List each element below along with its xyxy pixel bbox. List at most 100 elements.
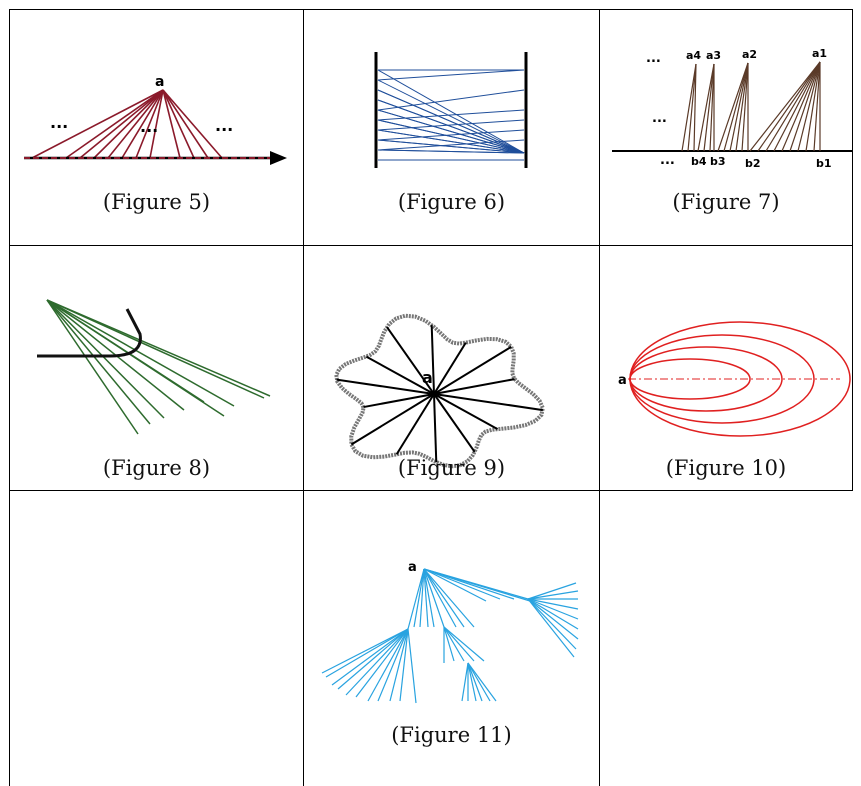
- table-border-right: [852, 9, 853, 491]
- label-a: a: [408, 560, 417, 575]
- ray-line: [729, 62, 749, 152]
- ray-line: [430, 325, 435, 395]
- figure-6-drawing: [374, 52, 528, 168]
- ray-line: [135, 89, 164, 159]
- dots-left: ...: [50, 113, 68, 132]
- ray-line: [709, 63, 715, 152]
- ray-line: [46, 299, 271, 397]
- ray-line: [407, 628, 417, 704]
- ray-line: [337, 628, 409, 690]
- ray-line: [423, 568, 445, 628]
- table-border-left: [9, 9, 10, 786]
- figure-6-cell: (Figure 6): [304, 10, 599, 245]
- ray-line: [389, 628, 409, 702]
- ray-line: [789, 61, 821, 152]
- ray-line: [749, 61, 821, 152]
- label-a: a: [422, 368, 433, 387]
- arrow-head: [270, 151, 287, 165]
- ray-line: [46, 299, 139, 435]
- ray-line: [377, 89, 525, 111]
- ray-line: [107, 89, 164, 159]
- ray-line: [433, 393, 499, 431]
- ray-line: [443, 626, 485, 662]
- ray-line: [325, 628, 409, 678]
- ray-line: [461, 662, 469, 702]
- ray-line: [377, 109, 525, 121]
- figure-6-caption: (Figure 6): [397, 190, 506, 214]
- figure-9-cell: a (Figure 9): [304, 246, 599, 490]
- ray-line: [367, 628, 409, 702]
- figure-10-caption: (Figure 10): [665, 456, 787, 480]
- ray-line: [433, 393, 544, 412]
- ray-line: [693, 63, 697, 152]
- ray-line: [345, 628, 409, 696]
- ray-line: [399, 628, 409, 702]
- figure-5-caption: (Figure 5): [102, 190, 211, 214]
- ray-line: [336, 378, 435, 395]
- blob-outline: [334, 313, 545, 469]
- dots-top: ...: [646, 51, 661, 66]
- ray-line: [423, 568, 457, 628]
- ray-line: [423, 568, 475, 628]
- ray-line: [423, 568, 465, 628]
- ray-line: [423, 568, 435, 628]
- ray-line: [805, 61, 821, 152]
- ray-line: [377, 69, 525, 154]
- label-b4: b4: [691, 155, 707, 168]
- label-b2: b2: [745, 157, 761, 170]
- figure-7-drawing: ... ... ... a4 a3 a2 a1 b4 b3 b2 b1: [612, 47, 852, 170]
- ray-line: [527, 598, 575, 658]
- ray-line: [433, 345, 512, 395]
- table-row-divider-2: [9, 490, 853, 491]
- ray-line: [735, 62, 749, 152]
- ray-line: [162, 89, 195, 159]
- table-row-divider-1: [9, 245, 853, 246]
- ray-line: [377, 139, 525, 154]
- ray-line: [93, 89, 164, 159]
- ray-line: [31, 89, 164, 159]
- ray-line: [681, 63, 697, 152]
- ray-line: [423, 568, 501, 600]
- ray-line: [413, 568, 425, 628]
- ray-line: [377, 139, 525, 151]
- ray-line: [527, 598, 579, 630]
- ray-line: [433, 393, 438, 463]
- figure-11-cell: a (Figure 11): [304, 491, 599, 786]
- ray-line: [423, 568, 531, 602]
- ray-line: [467, 662, 483, 702]
- figure-10-cell: a (Figure 10): [600, 246, 852, 490]
- ray-line: [765, 61, 821, 152]
- ray-line: [443, 626, 465, 662]
- ray-line: [331, 628, 409, 686]
- ray-line: [467, 662, 477, 702]
- ray-line: [527, 598, 577, 650]
- ray-line: [377, 149, 525, 154]
- ray-line: [46, 299, 225, 417]
- ray-line: [433, 393, 476, 453]
- ray-line: [773, 61, 821, 152]
- ray-line: [386, 326, 435, 395]
- ray-line: [363, 393, 435, 409]
- ray-line: [467, 662, 491, 702]
- label-a1: a1: [812, 47, 827, 60]
- ray-line: [433, 378, 515, 395]
- label-a3: a3: [706, 49, 721, 62]
- figure-5-drawing: a ... ... ...: [24, 74, 287, 165]
- label-a: a: [618, 373, 627, 388]
- figure-7-caption: (Figure 7): [672, 190, 780, 214]
- ray-line: [377, 628, 409, 702]
- ray-line: [741, 62, 749, 152]
- ray-line: [527, 598, 579, 620]
- curve: [37, 308, 142, 358]
- ray-line: [423, 568, 487, 602]
- label-b3: b3: [710, 155, 726, 168]
- ray-line: [355, 628, 409, 698]
- dots-right: ...: [215, 116, 233, 135]
- ray-line: [527, 582, 577, 600]
- ray-line: [723, 62, 749, 152]
- table-border-top: [9, 9, 853, 10]
- figure-8-drawing: [37, 299, 271, 435]
- ray-line: [419, 568, 425, 628]
- ray-line: [527, 598, 579, 610]
